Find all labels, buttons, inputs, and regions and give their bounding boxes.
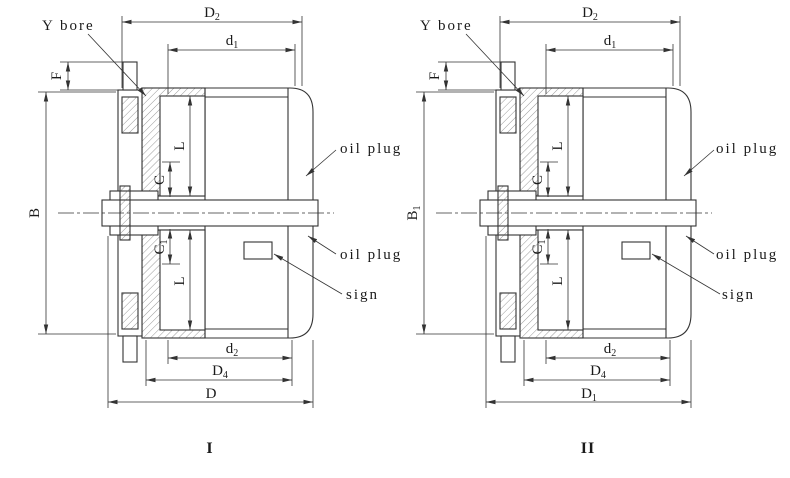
label-sign-2: sign [722,287,755,303]
label-y-bore-2: Y bore [420,18,473,34]
dim-label-L-top-1: L [172,141,188,150]
figure-2-body [435,61,713,363]
figure-1: Y bore D2 d1 F B L C C1 L d2 D4 D oil pl… [27,5,402,457]
label-oil-plug-bottom-2: oil plug [716,247,778,263]
label-sign-1: sign [346,287,379,303]
figure-1-body [57,61,335,363]
dim-label-d1-2: d1 [604,33,617,51]
dim-label-B-1: B [27,208,43,218]
figure-2: Y bore D2 d1 F B1 L C C1 L d2 D4 D1 oil … [405,5,778,457]
dim-label-d2-1: d2 [226,341,239,359]
dim-label-F-2: F [427,72,443,80]
dim-label-C-2: C [530,175,546,185]
dim-label-C1-1: C1 [152,239,170,254]
dim-label-D1-2: D1 [581,386,597,404]
dim-label-L-top-2: L [550,141,566,150]
dim-label-L-bottom-1: L [172,276,188,285]
dim-label-C-1: C [152,175,168,185]
figure-caption-1: I [206,440,213,457]
dim-label-C1-2: C1 [530,239,548,254]
label-oil-plug-bottom-1: oil plug [340,247,402,263]
dim-label-D-1: D [206,386,217,402]
dim-label-L-bottom-2: L [550,276,566,285]
dim-label-D4-2: D4 [590,363,606,381]
label-oil-plug-top-2: oil plug [716,141,778,157]
dim-label-d1-1: d1 [226,33,239,51]
label-y-bore-1: Y bore [42,18,95,34]
dim-label-F-1: F [49,72,65,80]
figure-caption-2: II [581,440,595,457]
dim-label-D2-1: D2 [204,5,220,23]
dim-label-D4-1: D4 [212,363,228,381]
label-oil-plug-top-1: oil plug [340,141,402,157]
dim-label-d2-2: d2 [604,341,617,359]
dim-label-B1-2: B1 [405,205,423,220]
dim-label-D2-2: D2 [582,5,598,23]
